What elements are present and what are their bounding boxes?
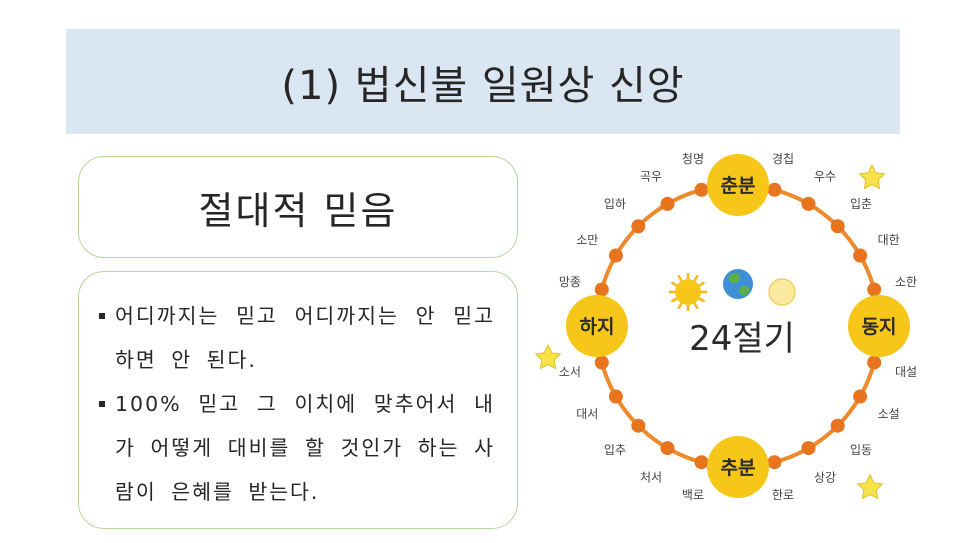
minor-term-label: 망종: [559, 275, 581, 289]
term-dot: [767, 455, 782, 470]
star-icon: [534, 343, 562, 370]
minor-term-label: 한로: [772, 488, 794, 502]
minor-term-label: 대설: [895, 365, 917, 379]
title-banner: (1) 법신불 일원상 신앙: [66, 29, 900, 134]
major-term-label: 동지: [862, 316, 897, 338]
major-term-circle: [848, 295, 910, 357]
sun-icon: [669, 273, 707, 311]
term-dot: [631, 219, 646, 234]
term-dot: [830, 418, 845, 433]
term-dot: [608, 389, 623, 404]
term-dot: [801, 196, 816, 211]
term-dot: [694, 455, 709, 470]
minor-term-label: 백로: [682, 488, 704, 502]
bullet-item: 어디까지는 믿고 어디까지는 안 믿고 하면 안 된다.: [99, 294, 495, 382]
minor-term-label: 상강: [814, 471, 836, 485]
term-dot: [853, 389, 868, 404]
minor-term-label: 소서: [559, 365, 581, 379]
major-term-label: 하지: [580, 316, 615, 338]
minor-term-label: 곡우: [640, 169, 662, 183]
major-term-label: 춘분: [721, 175, 756, 197]
bullet-item: 100% 믿고 그 이치에 맞추어서 내가 어떻게 대비를 할 것인가 하는 사…: [99, 382, 495, 514]
minor-term-label: 소설: [878, 407, 900, 421]
minor-term-label: 입동: [850, 443, 872, 457]
term-dot: [830, 219, 845, 234]
term-dot: [594, 282, 609, 297]
slide-title: (1) 법신불 일원상 신앙: [281, 62, 685, 109]
minor-term-label: 소한: [895, 275, 917, 289]
minor-term-label: 경칩: [772, 152, 794, 166]
term-dot: [660, 196, 675, 211]
star-icon: [858, 163, 886, 190]
minor-term-label: 처서: [640, 471, 662, 485]
earth-icon: [723, 269, 753, 299]
minor-term-label: 입춘: [850, 197, 872, 211]
major-term-circle: [566, 295, 628, 357]
content-box: 어디까지는 믿고 어디까지는 안 믿고 하면 안 된다. 100% 믿고 그 이…: [78, 271, 518, 529]
minor-term-label: 소만: [576, 233, 598, 247]
term-dot: [631, 418, 646, 433]
heading-text: 절대적 믿음: [198, 188, 398, 233]
star-icon: [856, 473, 884, 500]
center-label: 24절기: [689, 319, 795, 359]
moon-icon: [768, 278, 796, 306]
term-dot: [767, 182, 782, 197]
term-dot: [594, 355, 609, 370]
minor-term-label: 우수: [814, 169, 836, 183]
minor-term-label: 입하: [604, 197, 626, 211]
major-term: 추분: [707, 436, 769, 498]
term-dot: [608, 248, 623, 263]
major-term-circle: [707, 154, 769, 216]
term-dot: [867, 282, 882, 297]
major-term: 춘분: [707, 154, 769, 216]
major-term: 동지: [848, 295, 910, 357]
major-term-circle: [707, 436, 769, 498]
minor-term-label: 청명: [682, 152, 704, 166]
minor-term-label: 대서: [576, 407, 598, 421]
term-dot: [853, 248, 868, 263]
term-dot: [801, 441, 816, 456]
term-dot: [867, 355, 882, 370]
major-term: 하지: [566, 295, 628, 357]
heading-box: 절대적 믿음: [78, 156, 518, 258]
major-term-label: 추분: [721, 457, 756, 479]
minor-term-label: 대한: [878, 233, 900, 247]
term-dot: [660, 441, 675, 456]
minor-term-label: 입추: [604, 443, 626, 457]
term-dot: [694, 182, 709, 197]
